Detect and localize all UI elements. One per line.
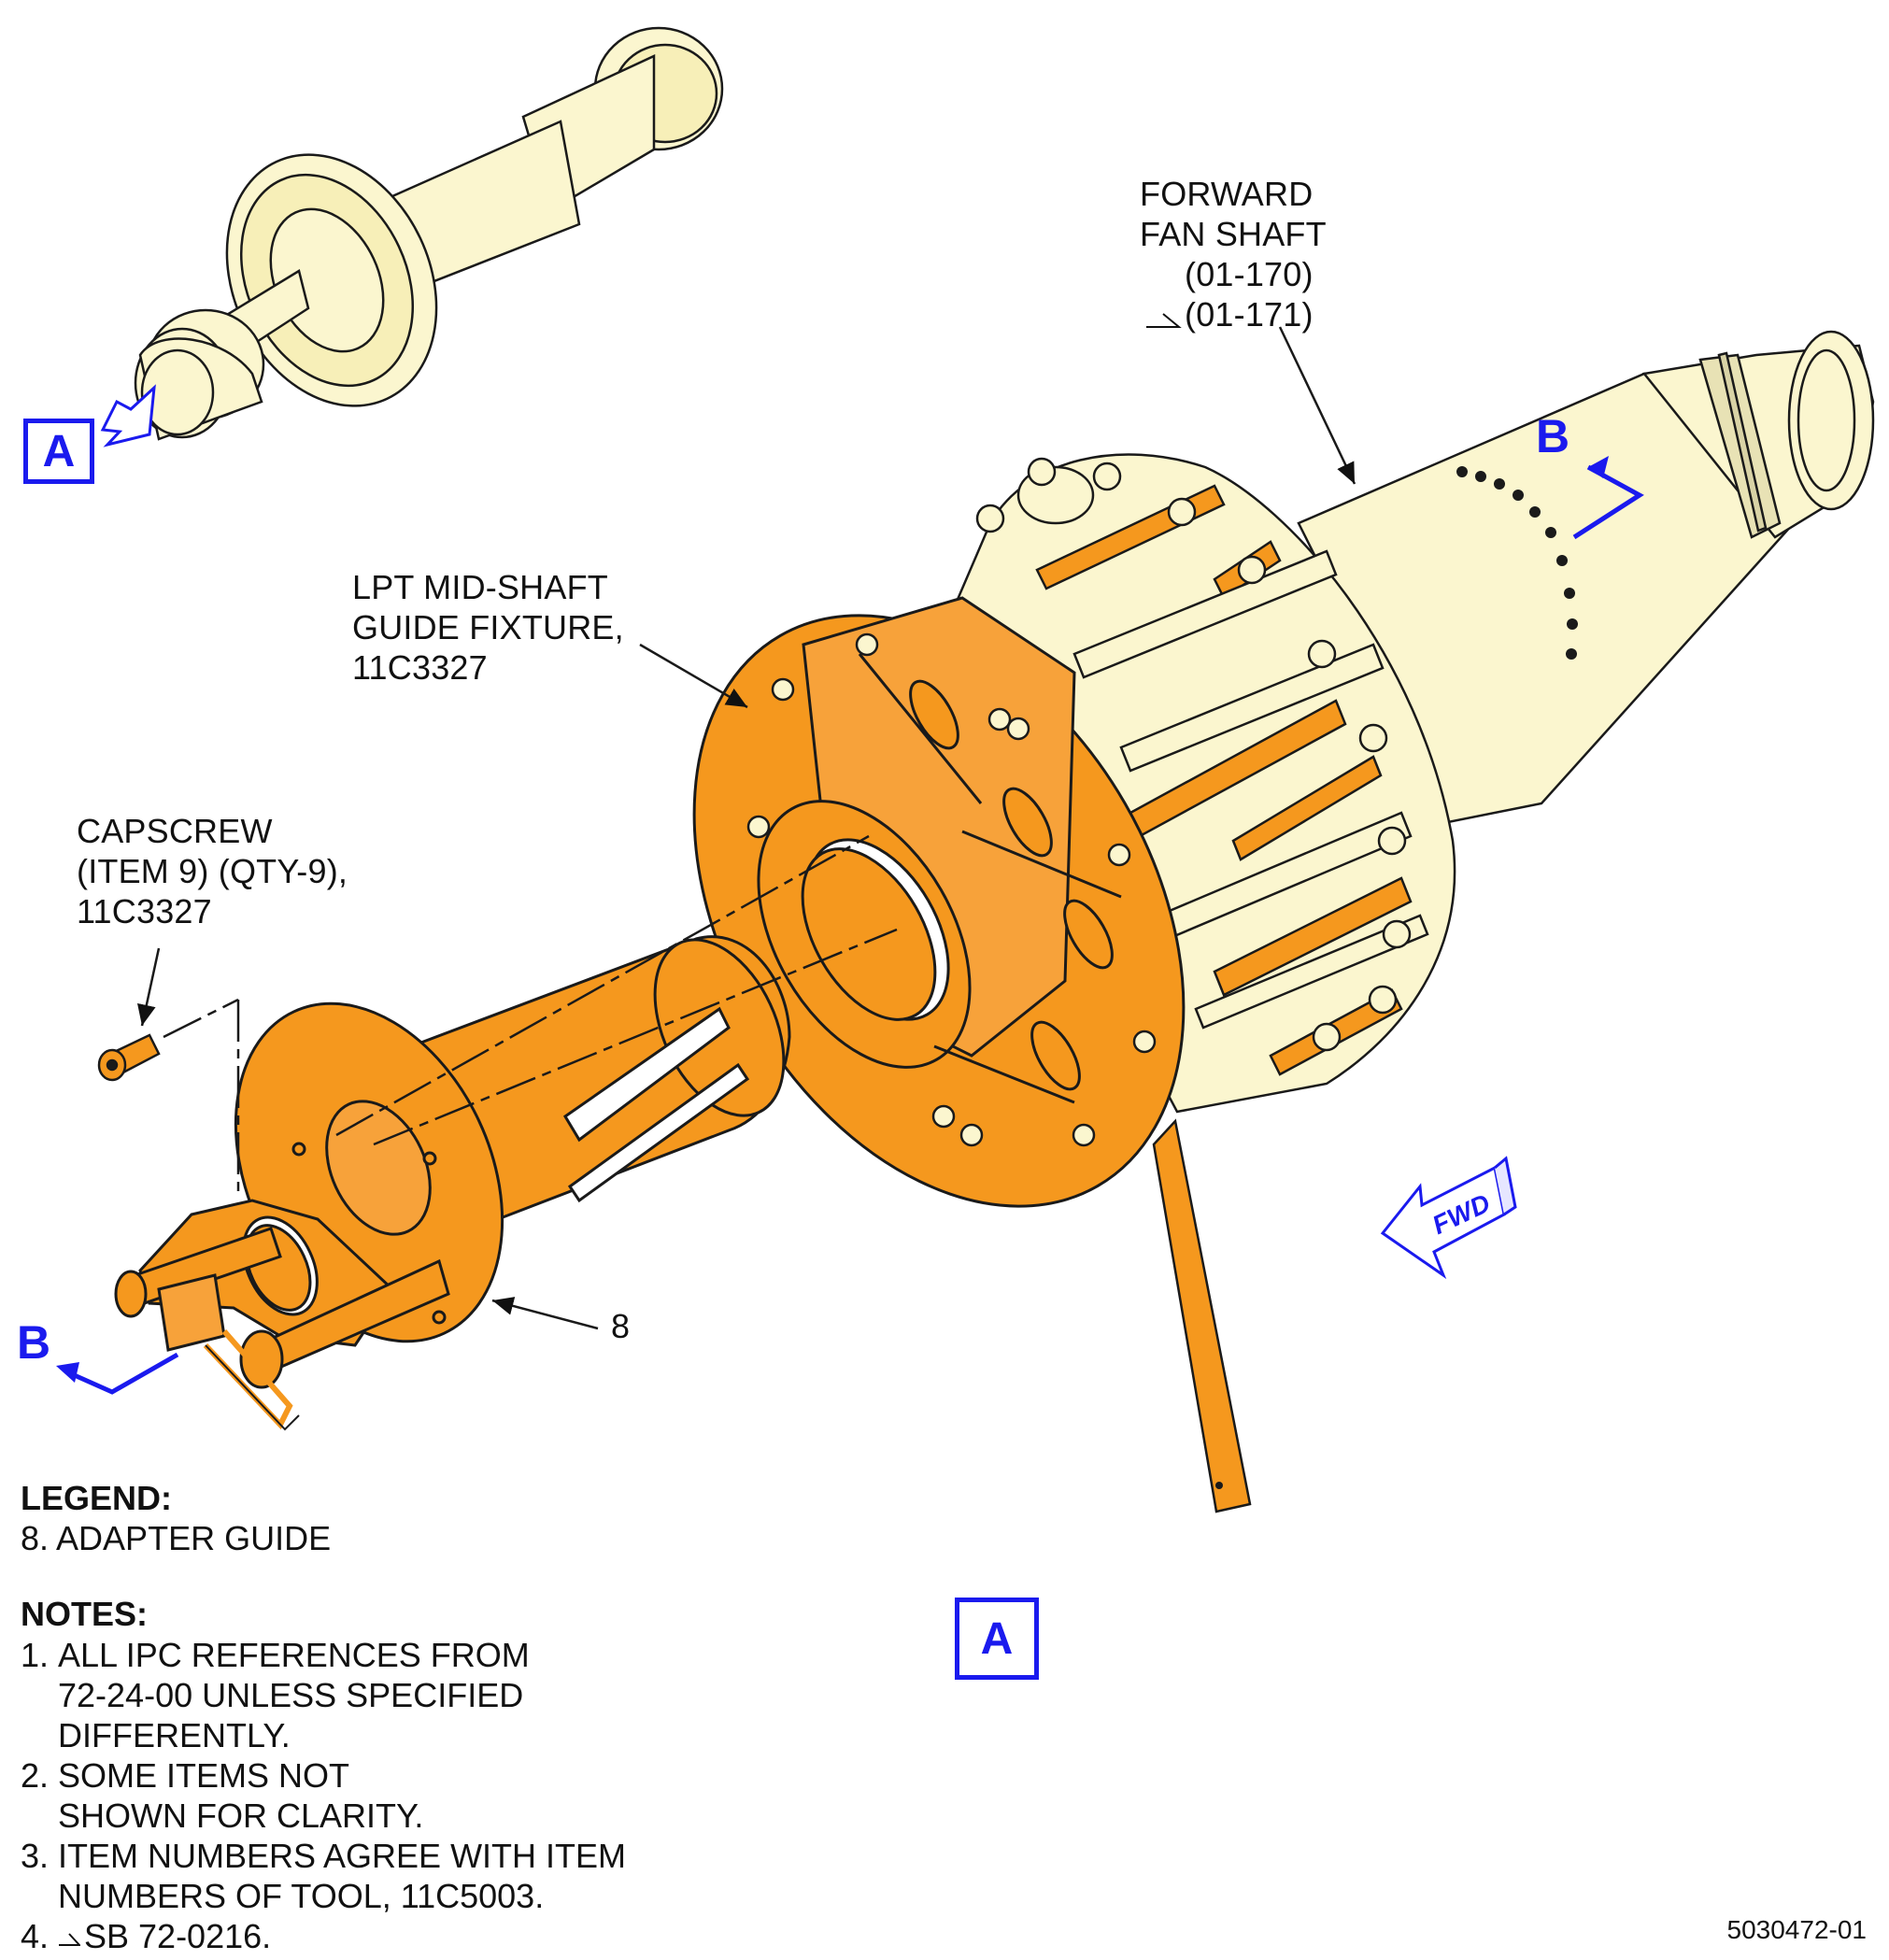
sb-triangle-marker (1146, 313, 1182, 328)
cage-bolts (975, 457, 1412, 1052)
shaft-holes (1456, 466, 1578, 660)
notes-title: NOTES: (21, 1595, 149, 1633)
section-b-arrow-bottom (68, 1352, 179, 1395)
guide-fixture-label: LPT MID-SHAFT GUIDE FIXTURE, 11C3327 (352, 568, 624, 687)
alignment-lines (163, 834, 898, 1191)
fwd-arrow (1380, 1156, 1517, 1280)
detail-a-part (134, 26, 724, 441)
forward-fan-shaft-label: FORWARD FAN SHAFT (01-170) (01-171) (1140, 175, 1327, 334)
forward-fan-shaft (1297, 330, 1875, 824)
view-a-marker-bottom: A (955, 1598, 1039, 1680)
guide-fixture-cage (932, 453, 1456, 1114)
support-bar (1152, 1118, 1252, 1513)
leader-lines (136, 326, 1356, 1330)
figure-number: 5030472-01 (1726, 1915, 1867, 1944)
capscrew-label: CAPSCREW (ITEM 9) (QTY-9), 11C3327 (77, 812, 348, 930)
flange-bolts (746, 632, 1157, 1147)
notes-list: 1.ALL IPC REFERENCES FROM 72-24-00 UNLES… (21, 1636, 627, 1955)
capscrew (97, 1033, 161, 1082)
legend-item: 8. ADAPTER GUIDE (21, 1519, 332, 1557)
section-b-arrow-top (1572, 464, 1644, 540)
sb-triangle-icon (59, 1933, 80, 1947)
section-b-label-bottom: B (17, 1316, 51, 1369)
item-8-callout: 8 (611, 1307, 631, 1345)
view-a-marker-top: A (23, 419, 94, 484)
legend-title: LEGEND: (21, 1479, 172, 1517)
view-a-arrow (100, 384, 156, 447)
adapter-guide (114, 935, 791, 1431)
section-b-label-top: B (1536, 410, 1570, 462)
